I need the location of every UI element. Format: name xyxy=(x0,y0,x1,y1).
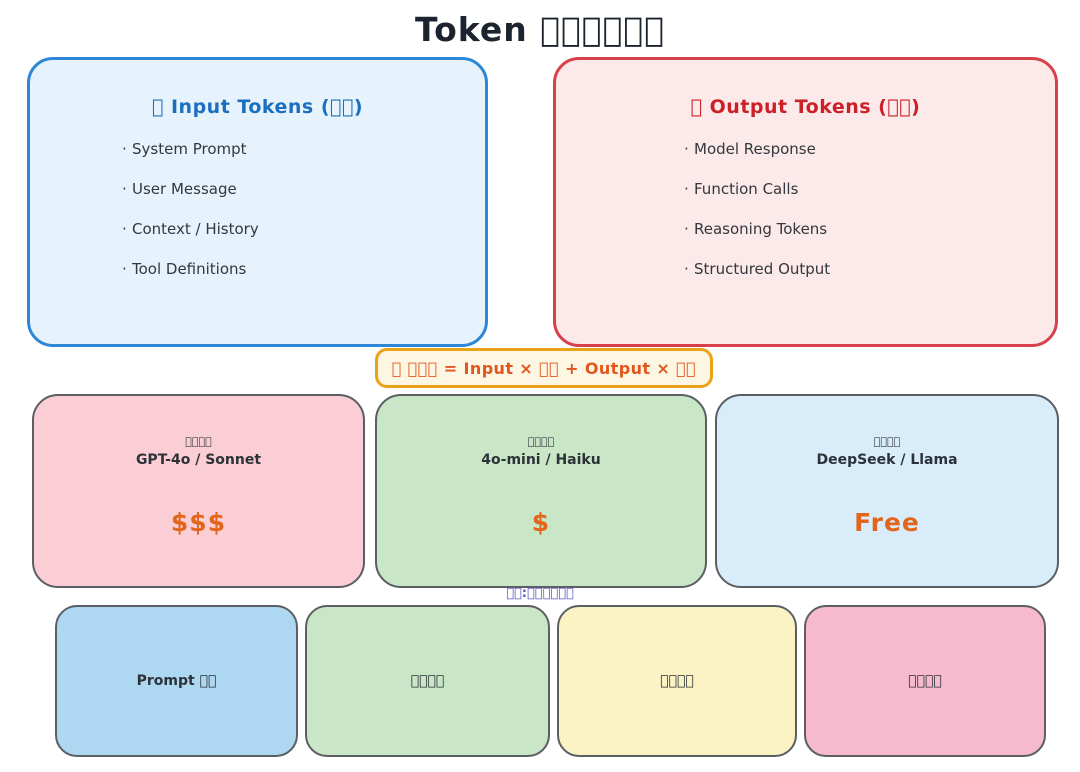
list-item-label: Context / History xyxy=(132,220,259,238)
tips-section-caption: 􏿽􏿽:􏿽􏿽􏿽􏿽􏿽􏿽 xyxy=(506,586,574,601)
bullet-dot: · xyxy=(122,140,127,158)
list-item: · Model Response xyxy=(684,140,1055,158)
bullet-dot: · xyxy=(684,260,689,278)
list-item: · Structured Output xyxy=(684,260,1055,278)
tier-label: 􏿽􏿽􏿽􏿽 xyxy=(527,435,555,448)
list-item: · Reasoning Tokens xyxy=(684,220,1055,238)
pricing-tier-card: 􏿽􏿽􏿽􏿽 4o-mini / Haiku $ xyxy=(375,394,707,588)
list-item: · User Message xyxy=(122,180,485,198)
list-item: · Tool Definitions xyxy=(122,260,485,278)
tier-label: 􏿽􏿽􏿽􏿽 xyxy=(185,435,212,448)
tier-models: DeepSeek / Llama xyxy=(816,451,958,468)
pricing-tier-card: 􏿽􏿽􏿽􏿽 DeepSeek / Llama Free xyxy=(715,394,1059,588)
cost-formula-badge: 􏿽 􏿽􏿽􏿽 = Input × 􏿽􏿽 + Output × 􏿽􏿽 xyxy=(375,348,713,388)
bullet-dot: · xyxy=(684,180,689,198)
list-item-label: Function Calls xyxy=(694,180,799,198)
input-tokens-list: · System Prompt · User Message · Context / … xyxy=(122,140,485,300)
tip-card: 􏿽􏿽􏿽􏿽 xyxy=(804,605,1046,757)
input-tokens-panel: 􏿽 Input Tokens (􏿽􏿽) · System Prompt · User… xyxy=(27,57,488,347)
bullet-dot: · xyxy=(122,260,127,278)
tier-price: $ xyxy=(531,507,551,537)
tip-label: 􏿽􏿽􏿽􏿽 xyxy=(410,673,445,689)
pricing-tier-card: 􏿽􏿽􏿽􏿽 GPT-4o / Sonnet $$$ xyxy=(32,394,365,588)
input-tokens-heading: 􏿽 Input Tokens (􏿽􏿽) xyxy=(151,96,364,118)
list-item-label: Tool Definitions xyxy=(132,260,247,278)
tier-label: 􏿽􏿽􏿽􏿽 xyxy=(873,435,901,448)
list-item: · Function Calls xyxy=(684,180,1055,198)
tier-models: 4o-mini / Haiku xyxy=(481,451,601,468)
tier-price: $$$ xyxy=(170,507,227,537)
list-item: · System Prompt xyxy=(122,140,485,158)
list-item-label: Model Response xyxy=(694,140,816,158)
tier-models: GPT-4o / Sonnet xyxy=(135,451,262,468)
bullet-dot: · xyxy=(684,140,689,158)
list-item-label: Structured Output xyxy=(694,260,831,278)
output-tokens-list: · Model Response · Function Calls · Reasoni… xyxy=(684,140,1055,300)
tip-label: 􏿽􏿽􏿽􏿽 xyxy=(660,673,694,689)
bullet-dot: · xyxy=(684,220,689,238)
tip-card: Prompt 􏿽􏿽 xyxy=(55,605,298,757)
tip-card: 􏿽􏿽􏿽􏿽 xyxy=(305,605,550,757)
list-item: · Context / History xyxy=(122,220,485,238)
list-item-label: Reasoning Tokens xyxy=(694,220,828,238)
output-tokens-panel: 􏿽 Output Tokens (􏿽􏿽) · Model Response · Fu… xyxy=(553,57,1058,347)
output-tokens-heading: 􏿽 Output Tokens (􏿽􏿽) xyxy=(690,96,921,118)
list-item-label: User Message xyxy=(132,180,237,198)
page-title: Token 􏿽􏿽􏿽􏿽􏿽􏿽 xyxy=(414,10,666,49)
bullet-dot: · xyxy=(122,220,127,238)
tier-price: Free xyxy=(854,507,920,537)
bullet-dot: · xyxy=(122,180,127,198)
tip-label: 􏿽􏿽􏿽􏿽 xyxy=(908,673,942,689)
tip-label: Prompt 􏿽􏿽 xyxy=(136,673,217,689)
tip-card: 􏿽􏿽􏿽􏿽 xyxy=(557,605,797,757)
list-item-label: System Prompt xyxy=(132,140,247,158)
